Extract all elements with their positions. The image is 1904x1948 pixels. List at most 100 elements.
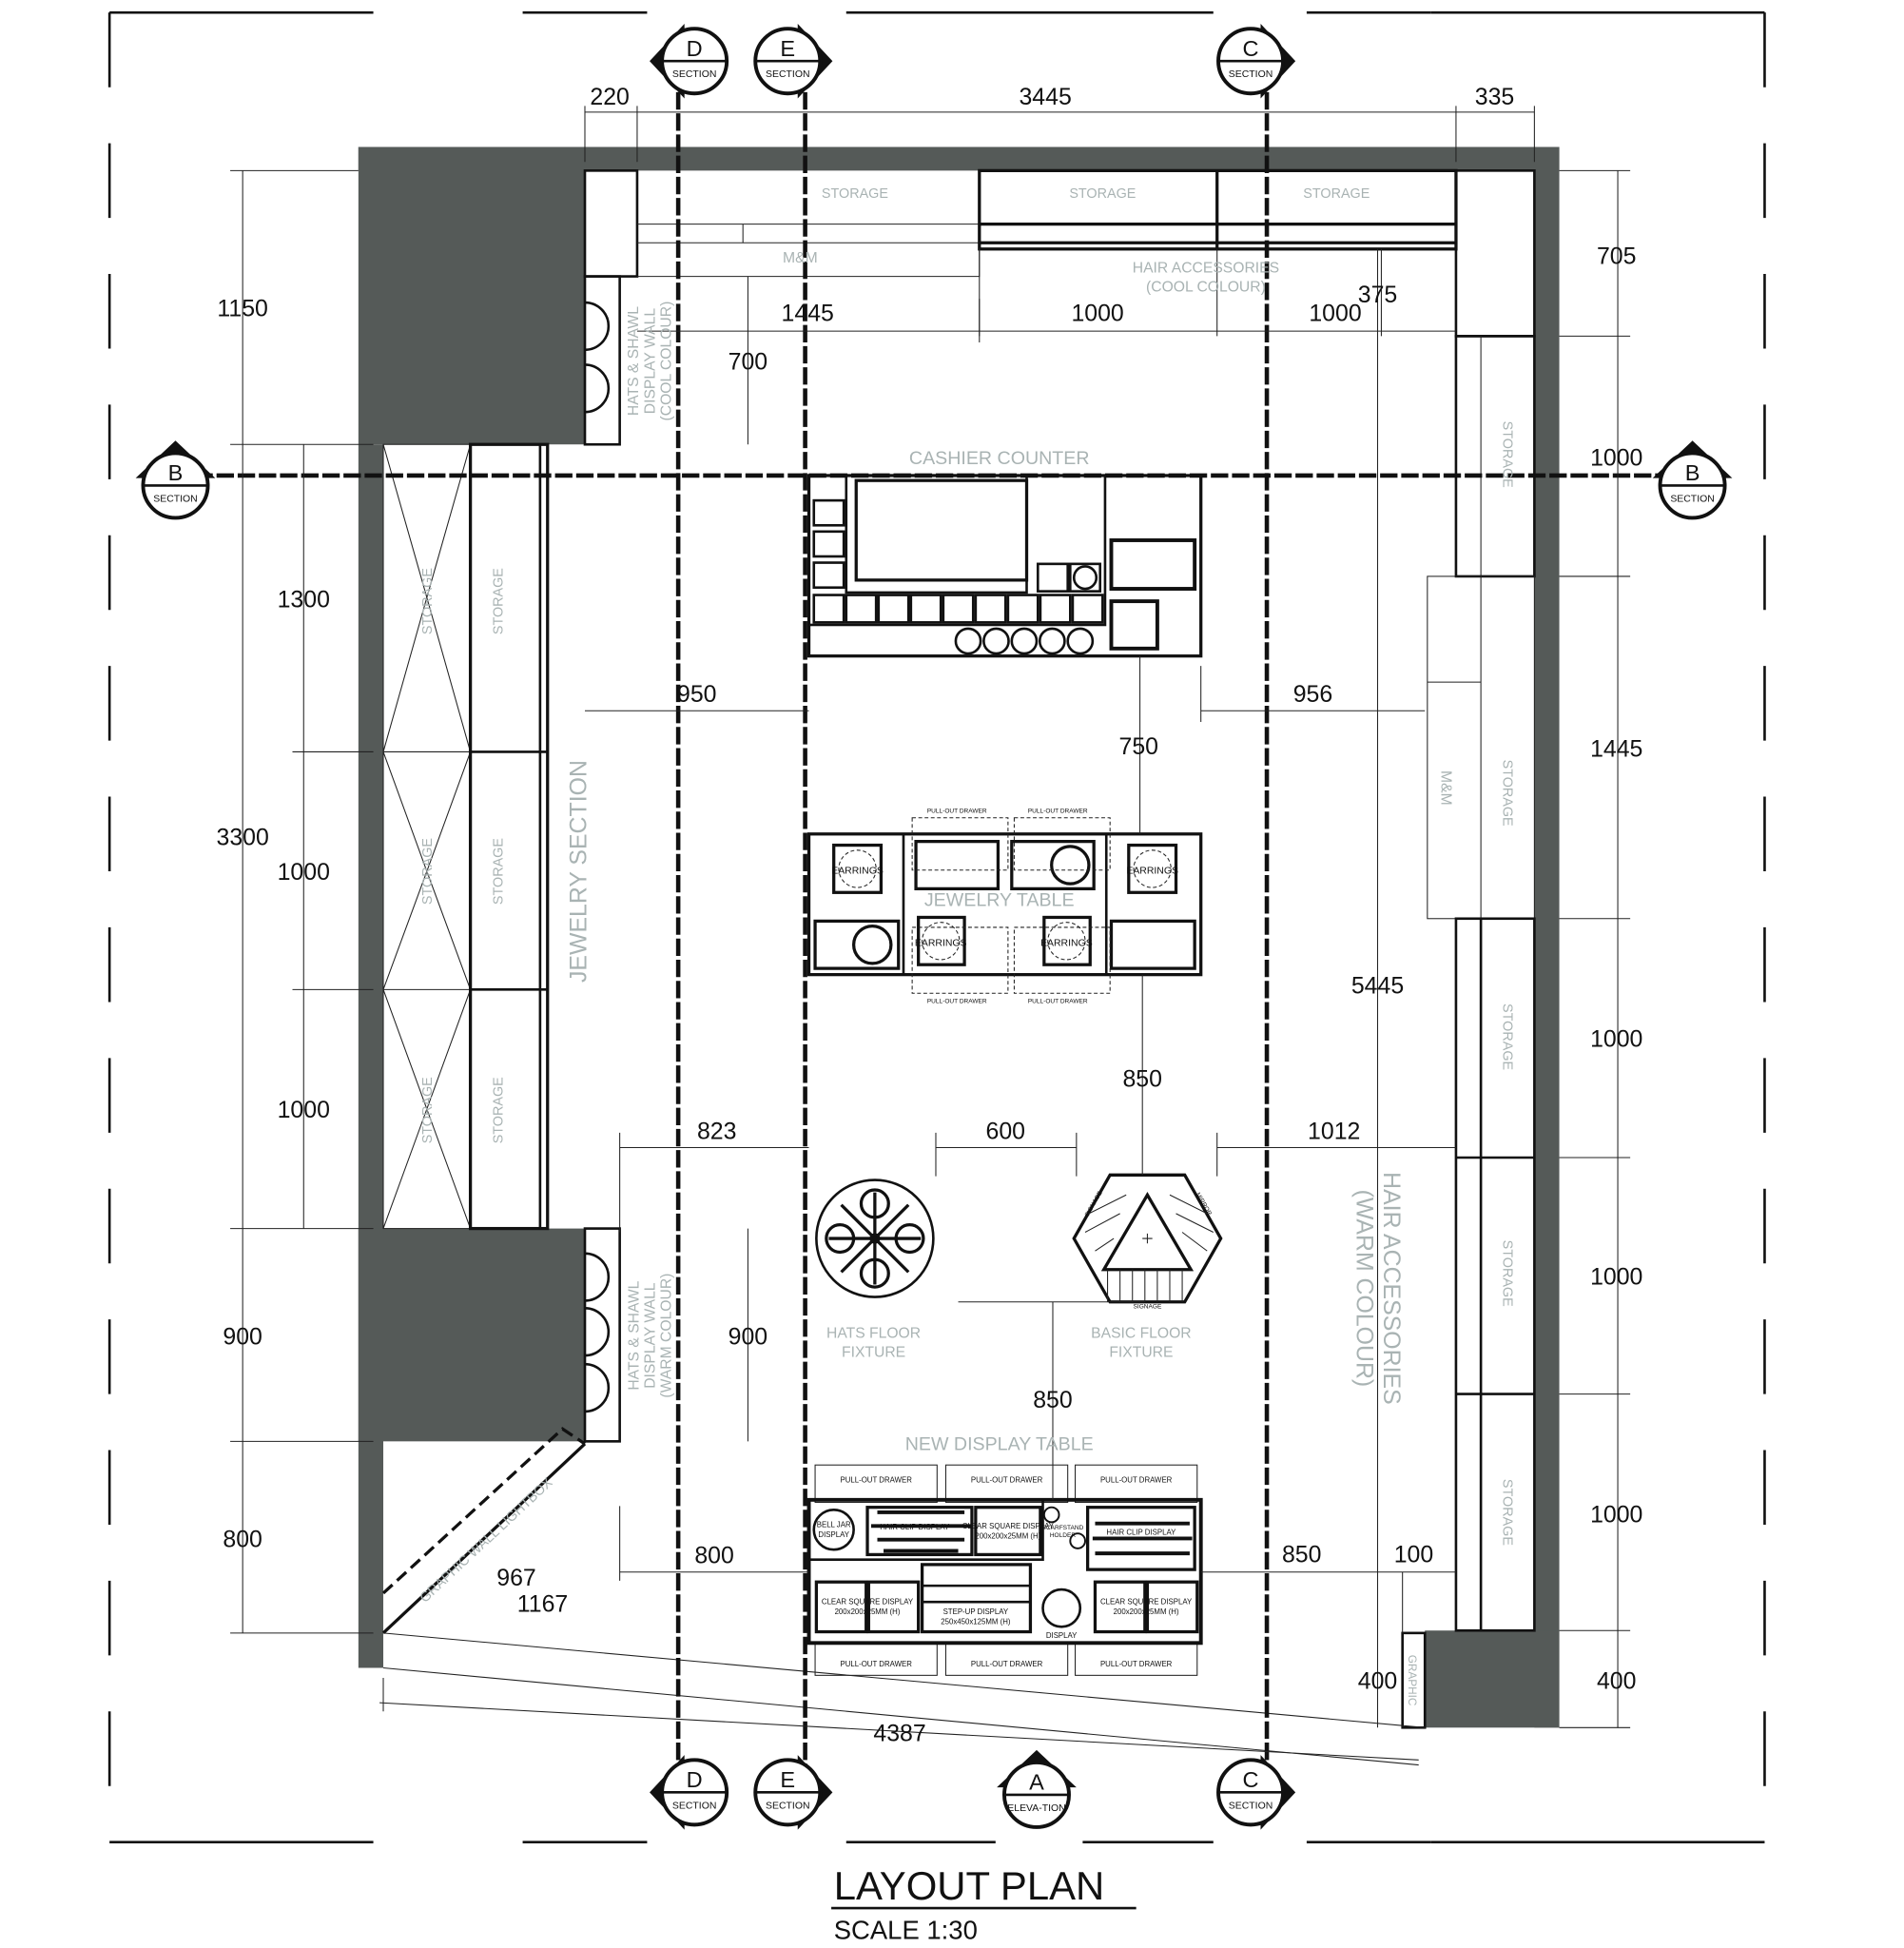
zone-label-hats-fixture: HATS FLOOR xyxy=(826,1326,921,1342)
zone-label-basic-fixture: BASIC FLOOR xyxy=(1091,1326,1191,1342)
fixture-note: CLEAR SQUARE DISPLAY xyxy=(822,1598,914,1607)
dimension-lines xyxy=(230,106,1631,1761)
dimension-label: 1000 xyxy=(278,859,330,886)
section-letter: E xyxy=(780,1767,795,1792)
dimension-label: 1445 xyxy=(1590,736,1642,763)
fixture-note: 200x200x25MM (H) xyxy=(1114,1607,1179,1616)
dimension-label: 375 xyxy=(1358,282,1397,308)
fixture-note: SCARFSTAND xyxy=(1042,1525,1084,1531)
fixture-note: 250x450x125MM (H) xyxy=(941,1618,1011,1627)
section-word: SECTION xyxy=(153,494,197,504)
dimension-label: 1000 xyxy=(1071,301,1123,327)
dimension-label: 1167 xyxy=(517,1591,568,1618)
zone-label-jewelry-section: JEWELRY SECTION xyxy=(565,760,592,983)
zone-label-storage: STORAGE xyxy=(492,1077,507,1143)
zone-label-hair-accessories: HAIR ACCESSORIES xyxy=(1378,1172,1405,1405)
section-letter: B xyxy=(1685,460,1700,485)
fixture-note: PULL-OUT DRAWER xyxy=(1028,808,1088,815)
dimension-label: 3445 xyxy=(1019,84,1071,110)
dimension-label: 1000 xyxy=(1590,444,1642,471)
fixture-note: SIGNAGE xyxy=(1084,1190,1104,1218)
dimension-label: 823 xyxy=(697,1118,736,1144)
section-word: ELEVA-TION xyxy=(1007,1803,1065,1814)
zone-label-hats-wall: HATS & SHAWL xyxy=(626,1280,642,1390)
fixture-note: HAIR CLIP DISPLAY xyxy=(1106,1528,1176,1536)
hats-wall-warm xyxy=(583,1227,621,1443)
dimension-label: 700 xyxy=(729,349,767,376)
dimension-label: 1150 xyxy=(217,295,267,321)
section-letter: D xyxy=(687,36,703,61)
dimension-label: 4387 xyxy=(873,1721,925,1747)
dimension-label: 705 xyxy=(1597,244,1636,270)
section-word: SECTION xyxy=(1670,494,1714,504)
fixture-note: PULL-OUT DRAWER xyxy=(971,1660,1043,1668)
fixture-note: SIGNAGE xyxy=(1134,1303,1162,1310)
fixture-note: PULL-OUT DRAWER xyxy=(1028,999,1088,1005)
plan-title: LAYOUT PLAN xyxy=(834,1863,1105,1908)
hats-floor-fixture xyxy=(815,1179,935,1298)
dimension-label: 400 xyxy=(1358,1668,1397,1695)
graphic-wall-lightbox xyxy=(381,1427,1426,1766)
zone-label-storage: STORAGE xyxy=(1069,186,1136,202)
zone-label-mm: M&M xyxy=(1437,770,1453,806)
section-marker-e-bottom[interactable]: E SECTION xyxy=(753,1755,833,1830)
zone-label-storage: STORAGE xyxy=(1500,1479,1515,1546)
zone-label-hair-accessories: (COOL COLOUR) xyxy=(1146,279,1266,295)
dimension-label: 1000 xyxy=(1590,1263,1642,1290)
dimension-label: 3300 xyxy=(217,825,269,851)
section-word: SECTION xyxy=(672,1801,716,1811)
zone-label-storage: STORAGE xyxy=(1500,421,1515,488)
section-marker-b-right[interactable]: B SECTION xyxy=(1652,440,1733,520)
zone-label-cashier-counter: CASHIER COUNTER xyxy=(909,448,1090,469)
section-word: SECTION xyxy=(766,1801,809,1811)
fixture-note: EARRINGS xyxy=(831,867,884,877)
dimension-label: 950 xyxy=(677,681,716,708)
new-display-table xyxy=(806,1464,1203,1676)
dimension-label: 1445 xyxy=(782,301,834,327)
fixture-note: CLEAR SQUARE DISPLAY xyxy=(962,1522,1055,1530)
zone-label-storage: STORAGE xyxy=(822,186,888,202)
zone-label-jewelry-table: JEWELRY TABLE xyxy=(924,890,1075,911)
fixture-note: PULL-OUT DRAWER xyxy=(1100,1476,1173,1485)
dimension-label: 1300 xyxy=(278,587,330,614)
basic-floor-fixture xyxy=(1072,1173,1223,1304)
zone-label-hats-wall: (WARM COLOUR) xyxy=(658,1274,674,1398)
dimension-label: 1000 xyxy=(278,1097,330,1123)
section-word: SECTION xyxy=(1229,69,1273,80)
dimension-label: 100 xyxy=(1394,1541,1433,1568)
fixture-note: HOLDER xyxy=(1050,1532,1077,1539)
fixture-note: PULL-OUT DRAWER xyxy=(840,1476,912,1485)
section-marker-b-left[interactable]: B SECTION xyxy=(135,440,216,520)
fixture-note: 200x200x25MM (H) xyxy=(835,1607,901,1616)
dimension-label: 1000 xyxy=(1309,301,1361,327)
fixture-note: EARRINGS xyxy=(1126,867,1178,877)
fixture-note: EARRINGS xyxy=(915,939,967,949)
zone-label-storage: STORAGE xyxy=(492,838,507,905)
fixture-note: CLEAR SQUARE DISPLAY xyxy=(1100,1598,1193,1607)
section-letter: B xyxy=(168,460,184,485)
fixture-note: STEP-UP DISPLAY xyxy=(943,1607,1009,1616)
zone-label-hats-wall: DISPLAY WALL xyxy=(642,308,658,415)
dimension-label: 1000 xyxy=(1590,1026,1642,1053)
cashier-counter xyxy=(806,474,1203,658)
zone-label-storage: STORAGE xyxy=(420,568,436,634)
dimension-label: 600 xyxy=(986,1118,1025,1144)
zone-label-hats-fixture: FIXTURE xyxy=(842,1344,905,1360)
zone-label-hats-wall: HATS & SHAWL xyxy=(626,306,642,416)
zone-label-basic-fixture: FIXTURE xyxy=(1109,1344,1173,1360)
section-letter: E xyxy=(780,36,795,61)
zone-label-hair-accessories: (WARM COLOUR) xyxy=(1350,1190,1377,1388)
hats-wall-cool xyxy=(583,275,621,446)
zone-label-hats-wall: (COOL COLOUR) xyxy=(658,302,674,421)
zone-label-new-display-table: NEW DISPLAY TABLE xyxy=(905,1434,1094,1455)
dimension-label: 900 xyxy=(223,1323,262,1350)
zone-label-hats-wall: DISPLAY WALL xyxy=(642,1282,658,1389)
dimension-label: 335 xyxy=(1475,84,1514,110)
